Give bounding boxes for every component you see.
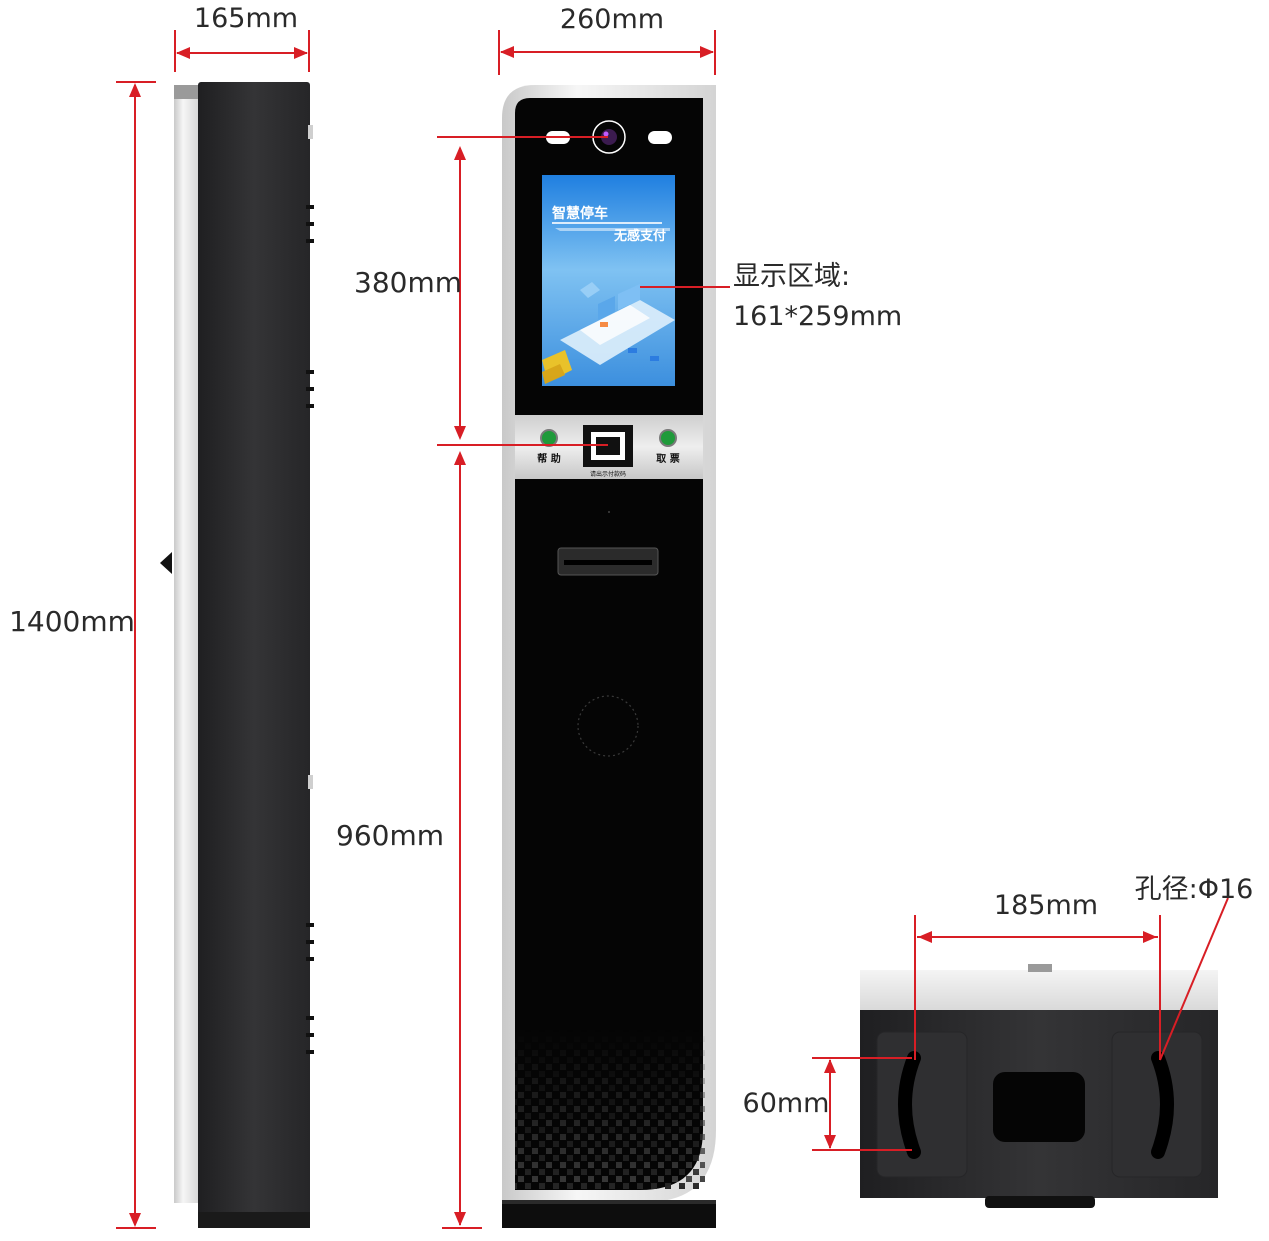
screen-title: 智慧停车 (551, 205, 608, 222)
front-base (502, 1200, 716, 1228)
pixel-pattern (515, 1030, 705, 1190)
side-view (160, 82, 314, 1228)
bottom-view (860, 964, 1218, 1208)
front-dimension-arrows (454, 46, 714, 1226)
front-width-label: 260mm (560, 4, 664, 35)
side-view-base (198, 1212, 310, 1228)
display-area-size: 161*259mm (733, 301, 902, 332)
side-view-silver-strip (174, 85, 200, 1203)
right-mounting-hole (1151, 1051, 1174, 1159)
card-reader-zone (577, 695, 639, 757)
scan-hint-label: 请出示付款码 (590, 470, 626, 478)
help-label: 帮 助 (537, 452, 560, 465)
side-view-latch (160, 552, 172, 574)
screen-illustration (542, 282, 675, 384)
side-view-body (198, 82, 310, 1222)
right-light (648, 131, 672, 144)
total-height-label: 1400mm (9, 605, 135, 638)
display-area-label: 显示区域: (733, 261, 850, 292)
ticket-label: 取 票 (656, 453, 679, 465)
bottom-dimension-arrows (824, 931, 1157, 1149)
side-dimension-arrows (129, 47, 308, 1227)
side-dimension-lines (116, 30, 310, 1229)
side-view-vents (306, 205, 314, 1054)
screen-subtitle: 无感支付 (613, 228, 666, 244)
hole-height-label: 60mm (743, 1088, 830, 1119)
cable-port (993, 1072, 1085, 1142)
bottom-silver-strip (860, 970, 1218, 1012)
hole-spacing-label: 185mm (994, 890, 1098, 921)
upper-height-label: 380mm (354, 266, 462, 299)
ticket-button (659, 429, 677, 447)
left-mount-plate (876, 1031, 968, 1178)
front-view: 帮 助 取 票 请出示付款码 (502, 85, 716, 1228)
front-dimension-lines (437, 30, 730, 1229)
help-button (540, 429, 558, 447)
side-width-label: 165mm (194, 3, 298, 34)
right-mount-plate (1111, 1031, 1203, 1178)
side-view-top-cap (174, 85, 200, 99)
left-mounting-hole (898, 1051, 921, 1159)
hole-diameter-label: 孔径:Φ16 (1135, 874, 1254, 905)
bottom-dimension-lines (812, 897, 1229, 1151)
lower-height-label: 960mm (336, 819, 444, 852)
